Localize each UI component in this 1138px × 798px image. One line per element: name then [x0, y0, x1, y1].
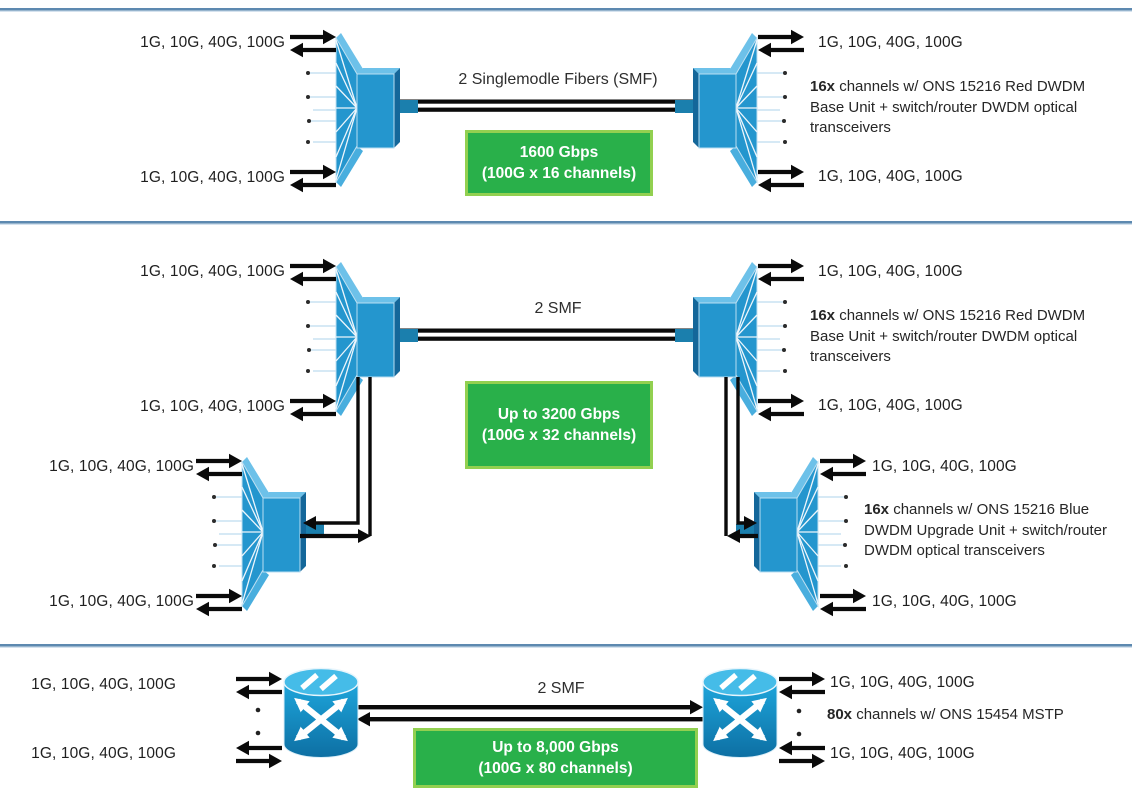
fiber-link: [398, 328, 699, 341]
capacity-line1: 1600 Gbps: [519, 144, 599, 161]
bidirectional-arrow-pair-icon: [820, 453, 866, 482]
bidirectional-arrow-pair-icon: [758, 164, 804, 193]
client-rates-label: 1G, 10G, 40G, 100G: [140, 398, 285, 415]
roadm-optical-switch-icon: [703, 669, 777, 758]
fiber-label: 2 SMF: [534, 300, 582, 317]
bidirectional-arrow-pair-icon: [290, 393, 336, 422]
dwdm-mux-icon: [305, 261, 419, 417]
capacity-line2: (100G x 80 channels): [478, 760, 633, 777]
bidirectional-arrow-pair-icon: [290, 164, 336, 193]
channels-note-text: channels w/ ONS 15454 MSTP: [852, 706, 1064, 723]
client-rates-label: 1G, 10G, 40G, 100G: [49, 458, 194, 475]
channels-note: 16x channels w/ ONS 15216 Red DWDM Base …: [810, 306, 1108, 368]
client-rates-label: 1G, 10G, 40G, 100G: [830, 674, 975, 691]
bidirectional-arrow-pair-icon: [236, 740, 282, 769]
fiber-link: [357, 700, 712, 727]
client-rates-label: 1G, 10G, 40G, 100G: [818, 263, 963, 280]
ellipsis-dots: [255, 707, 802, 737]
bidirectional-arrow-pair-icon: [758, 258, 804, 287]
section-divider: [0, 644, 1132, 648]
fiber-label: 2 Singlemodle Fibers (SMF): [458, 71, 658, 88]
channels-note: 80x channels w/ ONS 15454 MSTP: [827, 705, 1127, 726]
connector-lines: [724, 377, 758, 543]
client-rates-label: 1G, 10G, 40G, 100G: [31, 745, 176, 762]
capacity-badge: Up to 8,000 Gbps (100G x 80 channels): [413, 728, 698, 788]
section-divider: [0, 221, 1132, 225]
client-rates-label: 1G, 10G, 40G, 100G: [140, 263, 285, 280]
client-rates-label: 1G, 10G, 40G, 100G: [872, 593, 1017, 610]
dwdm-mux-icon: [305, 32, 419, 188]
client-rates-label: 1G, 10G, 40G, 100G: [49, 593, 194, 610]
fiber-label: 2 SMF: [537, 680, 585, 697]
capacity-badge: 1600 Gbps (100G x 16 channels): [465, 130, 653, 196]
channels-note-text: channels w/ ONS 15216 Blue DWDM Upgrade …: [864, 501, 1107, 559]
bidirectional-arrow-pair-icon: [758, 29, 804, 58]
bidirectional-arrow-pair-icon: [290, 29, 336, 58]
capacity-line1: Up to 3200 Gbps: [497, 406, 621, 423]
capacity-badge: Up to 3200 Gbps (100G x 32 channels): [465, 381, 653, 469]
channels-count: 16x: [810, 307, 836, 324]
bidirectional-arrow-pair-icon: [779, 740, 825, 769]
client-rates-label: 1G, 10G, 40G, 100G: [872, 458, 1017, 475]
bidirectional-arrow-pair-icon: [820, 588, 866, 617]
bidirectional-arrow-pair-icon: [236, 671, 282, 700]
bidirectional-arrow-pair-icon: [196, 588, 242, 617]
channels-note: 16x channels w/ ONS 15216 Red DWDM Base …: [810, 77, 1108, 139]
bidirectional-arrow-pair-icon: [290, 258, 336, 287]
channels-count: 16x: [810, 78, 836, 95]
bidirectional-arrow-pair-icon: [196, 453, 242, 482]
capacity-line2: (100G x 32 channels): [481, 427, 637, 444]
client-rates-label: 1G, 10G, 40G, 100G: [140, 169, 285, 186]
channels-count: 80x: [827, 706, 853, 723]
roadm-optical-switch-icon: [284, 669, 358, 758]
bidirectional-arrow-pair-icon: [758, 393, 804, 422]
client-rates-label: 1G, 10G, 40G, 100G: [830, 745, 975, 762]
channels-note: 16x channels w/ ONS 15216 Blue DWDM Upgr…: [864, 500, 1116, 562]
section-divider: [0, 8, 1132, 12]
fiber-link: [398, 99, 699, 112]
channels-note-text: channels w/ ONS 15216 Red DWDM Base Unit…: [810, 307, 1086, 365]
client-rates-label: 1G, 10G, 40G, 100G: [140, 34, 285, 51]
bidirectional-arrow-pair-icon: [779, 671, 825, 700]
channels-note-text: channels w/ ONS 15216 Red DWDM Base Unit…: [810, 78, 1086, 136]
client-rates-label: 1G, 10G, 40G, 100G: [31, 676, 176, 693]
client-rates-label: 1G, 10G, 40G, 100G: [818, 34, 963, 51]
client-rates-label: 1G, 10G, 40G, 100G: [818, 168, 963, 185]
capacity-line2: (100G x 16 channels): [481, 165, 637, 182]
channels-count: 16x: [864, 501, 890, 518]
capacity-line1: Up to 8,000 Gbps: [492, 739, 619, 756]
client-rates-label: 1G, 10G, 40G, 100G: [818, 397, 963, 414]
connector-lines: [300, 377, 372, 543]
